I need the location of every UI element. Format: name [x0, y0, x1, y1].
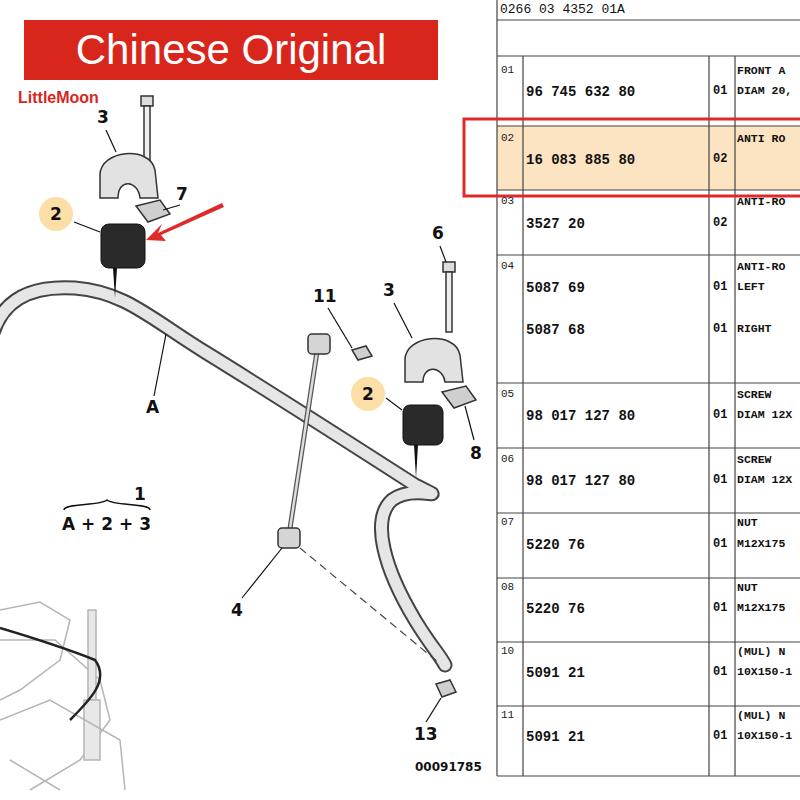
callout-number: A: [146, 397, 159, 417]
item-index: 05: [501, 388, 514, 401]
part-number: 3527 20: [526, 216, 585, 233]
quantity: 01: [713, 729, 727, 743]
stabilizer-bar-fill: [0, 288, 445, 665]
bar-sketch: [0, 628, 100, 720]
pointer: [113, 268, 117, 298]
table-grid: [497, 0, 800, 776]
quantity: 02: [713, 152, 727, 166]
callout-number: 7: [176, 184, 188, 204]
description: M12X175: [737, 601, 785, 615]
callout-number: 2: [362, 384, 374, 404]
description: NUT: [737, 581, 758, 595]
description: SCREW: [737, 453, 772, 467]
item-index: 08: [501, 581, 514, 594]
part-number: 98 017 127 80: [526, 408, 635, 425]
item-index: 03: [501, 195, 514, 208]
description: 10X150-1: [737, 665, 792, 679]
description: ANTI-RO: [737, 260, 785, 274]
bolt: [443, 262, 455, 332]
callout-circle: 2: [39, 197, 73, 231]
bushing: [403, 405, 443, 445]
callout-number: 3: [383, 280, 395, 300]
callout-number: 3: [97, 107, 109, 127]
bracket: [405, 339, 463, 382]
quantity: 01: [713, 473, 727, 487]
quantity: 01: [713, 280, 727, 294]
quantity: 01: [713, 601, 727, 615]
highlight-row: [497, 126, 800, 190]
ball-joint: [278, 528, 300, 548]
description: RIGHT: [737, 322, 772, 336]
callout-circle: 2: [351, 377, 385, 411]
description: NUT: [737, 516, 758, 530]
quantity: 02: [713, 216, 727, 230]
quantity: 01: [713, 665, 727, 679]
leader-lines: [74, 130, 474, 722]
description: DIAM 20,: [737, 84, 792, 98]
part-number: 5087 69: [526, 280, 585, 297]
bushing: [101, 224, 145, 268]
drawing-code: 00091785: [415, 760, 482, 774]
nut: [442, 386, 476, 408]
description: ANTI-RO: [737, 195, 785, 209]
item-index: 02: [501, 132, 514, 145]
link-rod: [289, 345, 318, 535]
assembly-line: [300, 548, 438, 662]
description: LEFT: [737, 280, 765, 294]
watermark: LittleMoon: [18, 88, 99, 107]
quantity: 01: [713, 322, 727, 336]
pointer: [414, 445, 418, 478]
item-index: 10: [501, 645, 514, 658]
item-index: 06: [501, 453, 514, 466]
quantity: 01: [713, 84, 727, 98]
part-number: 5087 68: [526, 322, 585, 339]
callout-number: 2: [50, 204, 62, 224]
callout-number: 6: [432, 223, 444, 243]
item-index: 11: [501, 709, 514, 722]
link-rod-fill: [289, 345, 318, 535]
red-arrow: [146, 203, 224, 241]
description: 10X150-1: [737, 729, 792, 743]
nut: [136, 200, 170, 222]
part-number: 96 745 632 80: [526, 84, 635, 101]
car-sketch: [0, 602, 125, 790]
description: DIAM 12X: [737, 408, 792, 422]
highlight-frame: [464, 119, 800, 196]
bracket: [100, 154, 158, 198]
description: (MUL) N: [737, 709, 785, 723]
part-number: 5220 76: [526, 537, 585, 554]
description: SCREW: [737, 388, 772, 402]
callout-number: 8: [470, 443, 482, 463]
callout-number: 11: [313, 286, 337, 306]
description: FRONT A: [737, 64, 785, 78]
part-number: 98 017 127 80: [526, 473, 635, 490]
description: DIAM 12X: [737, 473, 792, 487]
callout-number: 13: [414, 724, 438, 744]
part-number: 16 083 885 80: [526, 152, 635, 169]
nut: [436, 680, 456, 697]
part-number: 5091 21: [526, 665, 585, 682]
item-index: 01: [501, 64, 514, 77]
banner-box: Chinese Original: [24, 20, 438, 80]
ball-joint: [308, 334, 330, 354]
description: ANTI RO: [737, 132, 785, 146]
banner-text: Chinese Original: [76, 26, 387, 73]
part-number: 5220 76: [526, 601, 585, 618]
nut: [352, 346, 372, 360]
part-number: 5091 21: [526, 729, 585, 746]
assembly-formula: A + 2 + 3: [62, 514, 151, 534]
item-index: 04: [501, 260, 514, 273]
description: M12X175: [737, 537, 785, 551]
callout-number: 4: [231, 600, 243, 620]
callout-number: 1: [134, 484, 146, 504]
description: (MUL) N: [737, 645, 785, 659]
quantity: 01: [713, 408, 727, 422]
table-header: 0266 03 4352 01A: [500, 2, 625, 18]
stabilizer-bar: [0, 288, 445, 665]
item-index: 07: [501, 516, 514, 529]
quantity: 01: [713, 537, 727, 551]
